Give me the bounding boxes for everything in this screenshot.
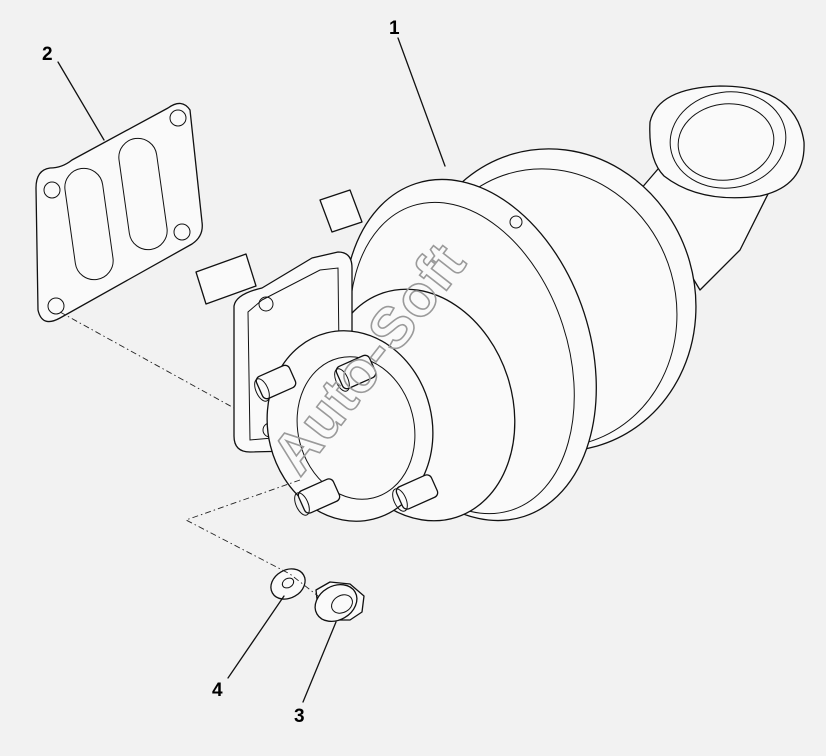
- callout-2: 2: [42, 44, 53, 65]
- nut-part-3: [314, 581, 365, 623]
- stud-bolt: [334, 354, 377, 392]
- washer-part-4: [270, 568, 306, 600]
- assembly-line-fasteners: [184, 479, 319, 597]
- callout-3: 3: [294, 706, 305, 727]
- stud-bolt: [294, 478, 341, 516]
- leader-line-3: [302, 621, 337, 703]
- callout-1: 1: [389, 18, 400, 39]
- leader-line-4: [227, 595, 285, 679]
- callout-4: 4: [212, 680, 223, 701]
- leader-line-2: [57, 61, 105, 141]
- assembly-line-gasket: [59, 311, 235, 409]
- stud-bolt: [392, 474, 439, 512]
- turbocharger-part-1: [195, 85, 805, 522]
- stud-bolt: [254, 364, 297, 402]
- leader-line-1: [397, 37, 446, 167]
- gasket-part-2: [35, 102, 203, 323]
